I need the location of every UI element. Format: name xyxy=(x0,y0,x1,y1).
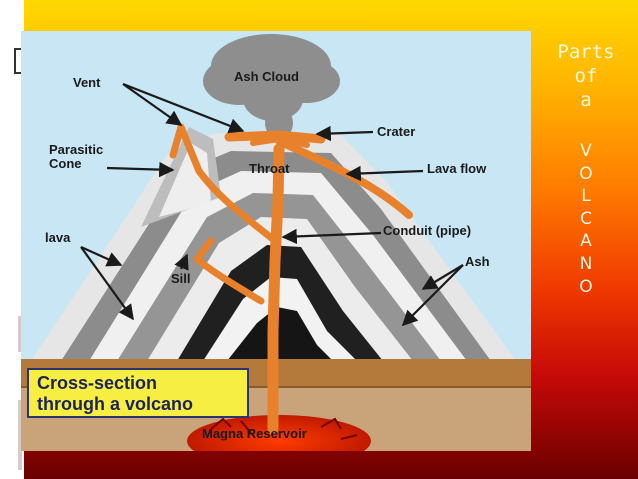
label-vent: Vent xyxy=(73,75,101,90)
volcano-illustration xyxy=(21,34,531,451)
label-lava-flow: Lava flow xyxy=(427,161,487,176)
side-title-word: a xyxy=(580,89,592,111)
side-title-letter: A xyxy=(580,231,592,252)
title-box-line-2: through a volcano xyxy=(37,394,194,414)
label-arrows xyxy=(80,82,464,327)
side-title-word: Parts xyxy=(557,41,615,63)
label-ash: Ash xyxy=(465,254,490,269)
ash-cloud xyxy=(203,34,340,139)
magma-reservoir xyxy=(187,415,371,451)
label-magma-reservoir: Magna Reservoir xyxy=(202,426,307,441)
label-conduit: Conduit (pipe) xyxy=(383,223,472,238)
side-title-letter: O xyxy=(579,276,593,297)
strip-mark xyxy=(18,400,22,470)
title-box-line-1: Cross-section xyxy=(37,373,158,393)
side-title-letter: C xyxy=(580,208,592,229)
volcano-diagram: Vent Ash Cloud Parasitic Cone Crater Thr… xyxy=(21,31,531,451)
label-lava: lava xyxy=(45,230,71,245)
side-title: Parts of a V O L C A N O xyxy=(534,40,638,298)
strip-mark xyxy=(18,316,22,352)
label-sill: Sill xyxy=(171,271,191,286)
left-margin-strip xyxy=(0,0,24,479)
frame-bracket xyxy=(14,48,24,74)
label-parasitic-cone: Parasitic Cone xyxy=(49,142,104,171)
side-title-letter: N xyxy=(579,253,593,274)
label-throat: Throat xyxy=(249,161,290,176)
label-ash-cloud: Ash Cloud xyxy=(234,69,299,84)
side-title-word: of xyxy=(574,65,598,87)
side-title-letter: O xyxy=(579,163,593,184)
diagram-title-box: Cross-section through a volcano xyxy=(27,368,249,418)
label-crater: Crater xyxy=(377,124,416,139)
side-title-letter: L xyxy=(581,186,591,207)
side-title-letter: V xyxy=(580,141,592,161)
